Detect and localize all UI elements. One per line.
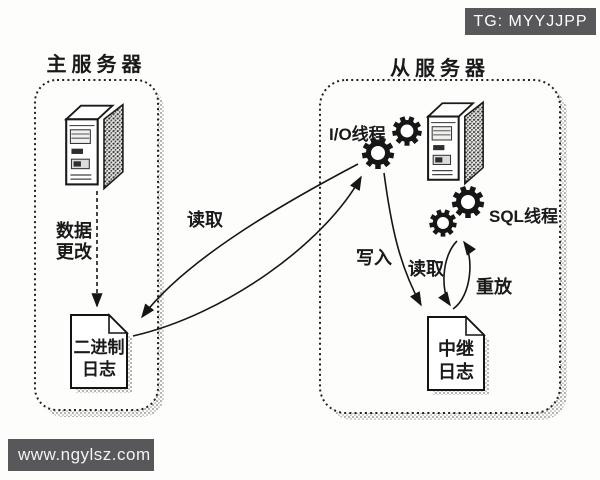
write-relay-label: 写入 (356, 248, 392, 268)
read-binlog-arrow-to-thread (132, 175, 362, 337)
relay-log-label: 中继 日志 (428, 338, 484, 384)
tg-badge: TG: MYYJJPP (465, 8, 596, 35)
binary-log-line1: 二进制 (73, 338, 125, 357)
arrow-layer (91, 163, 476, 337)
binary-log-line2: 日志 (82, 360, 116, 379)
data-change-line2: 更改 (56, 242, 92, 262)
master-box-title: 主服务器 (46, 54, 147, 76)
relay-log-line2: 日志 (438, 362, 474, 382)
read-binlog-arrow-to-doc (141, 163, 359, 319)
replay-label: 重放 (476, 277, 512, 297)
write-relay-arrow (383, 172, 422, 307)
read-relay-arrow (438, 240, 458, 307)
io-thread-label: I/O线程 (329, 125, 386, 144)
site-watermark: www.ngylsz.com (8, 439, 154, 471)
replay-arrow (452, 240, 476, 310)
slave-box-title: 从服务器 (390, 58, 490, 80)
server-tower-icon (65, 103, 124, 190)
data-change-label: 数据 更改 (52, 221, 96, 263)
read-relay-label: 读取 (408, 259, 444, 279)
data-change-line1: 数据 (56, 221, 92, 241)
server-tower-icon (427, 101, 485, 185)
read-binlog-label: 读取 (187, 210, 223, 230)
sql-thread-label: SQL线程 (489, 207, 558, 226)
binary-log-label: 二进制 日志 (71, 337, 127, 381)
relay-log-line1: 中继 (438, 339, 474, 359)
